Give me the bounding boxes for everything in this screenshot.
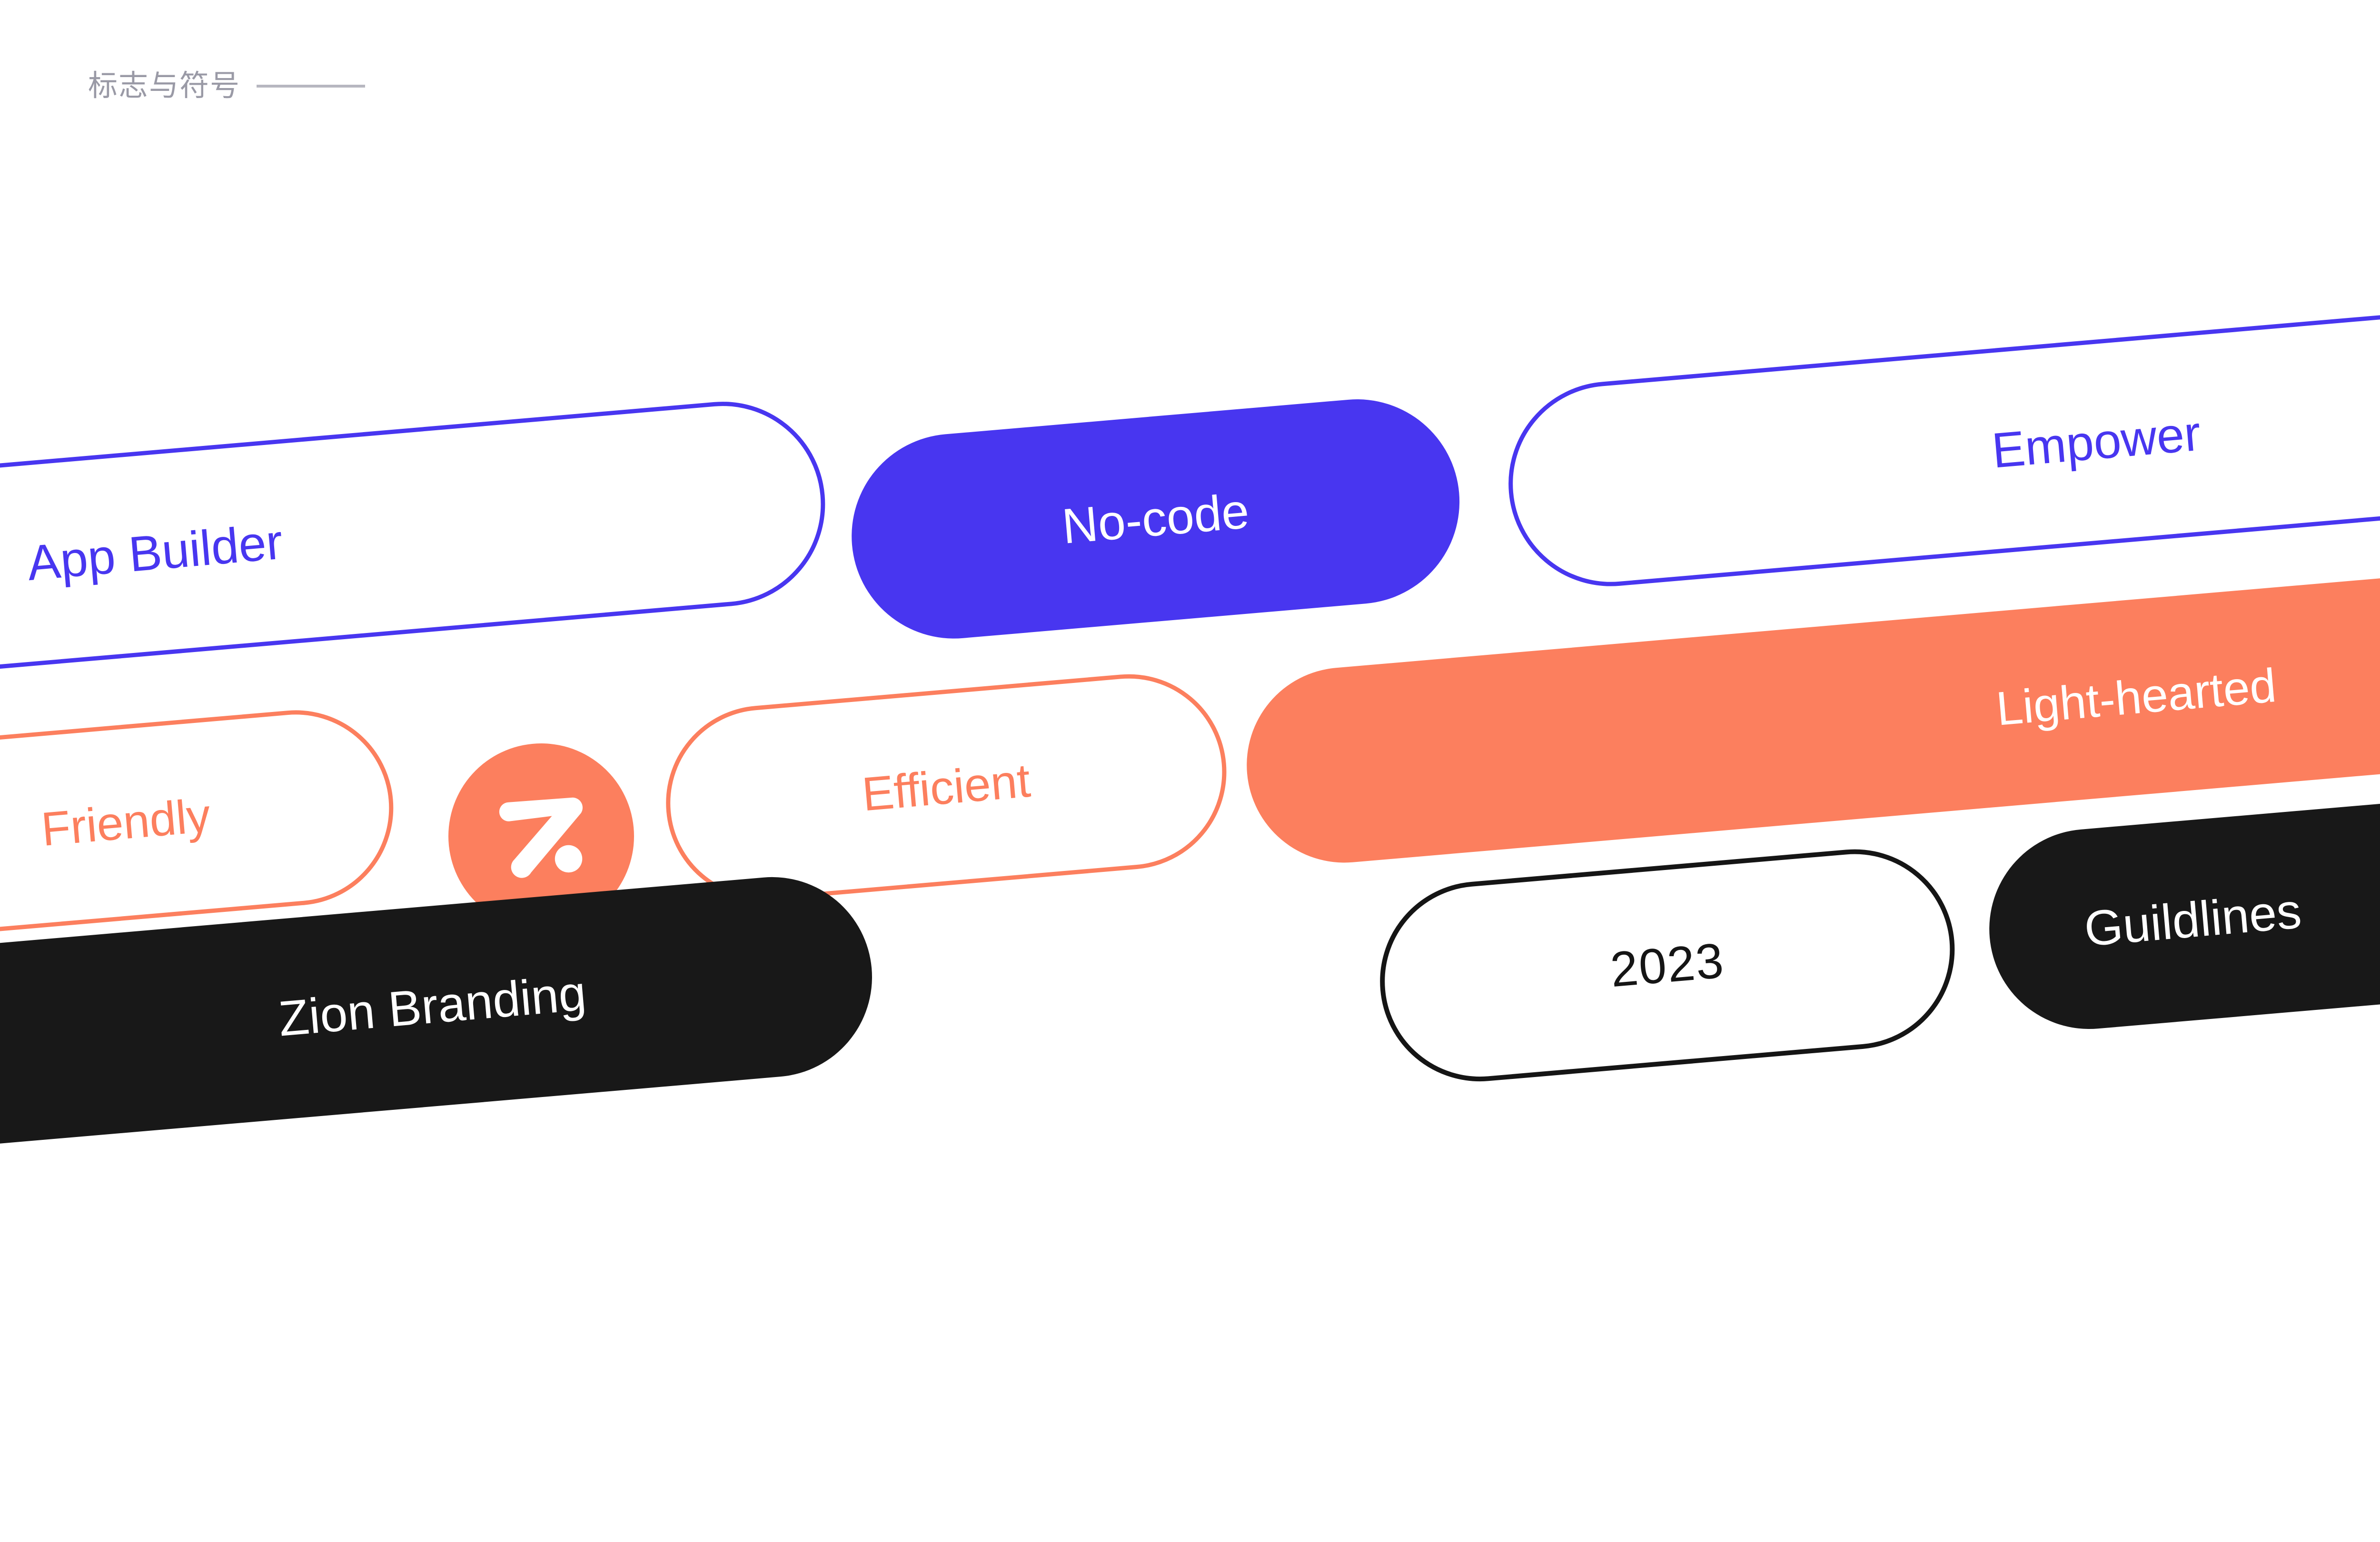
pill-label: Zion Branding xyxy=(276,965,588,1047)
section-label-text: 标志与符号 xyxy=(88,69,241,102)
pill-label: No-code xyxy=(1060,483,1251,554)
zion-z-mark-icon xyxy=(499,797,583,878)
pill-empower[interactable]: Empower xyxy=(1500,274,2380,595)
pill-label: Empower xyxy=(1990,405,2203,479)
pill-no-code[interactable]: No-code xyxy=(843,391,1468,647)
pill-label: 2023 xyxy=(1608,933,1726,998)
horizontal-rule-icon xyxy=(257,85,366,88)
pill-year[interactable]: 2023 xyxy=(1372,841,1963,1090)
pill-friendly[interactable]: Friendly xyxy=(0,702,402,947)
pill-label: Light-hearted xyxy=(1994,658,2279,736)
pill-label: Guildlines xyxy=(2082,883,2304,957)
pill-efficient[interactable]: Efficient xyxy=(658,666,1235,909)
pill-label: Efficient xyxy=(860,753,1032,821)
pill-label: Friendly xyxy=(39,789,213,857)
pill-label: App Builder xyxy=(25,514,285,592)
pill-app-builder[interactable]: App Builder xyxy=(0,393,833,681)
section-label: 标志与符号 xyxy=(88,69,366,102)
